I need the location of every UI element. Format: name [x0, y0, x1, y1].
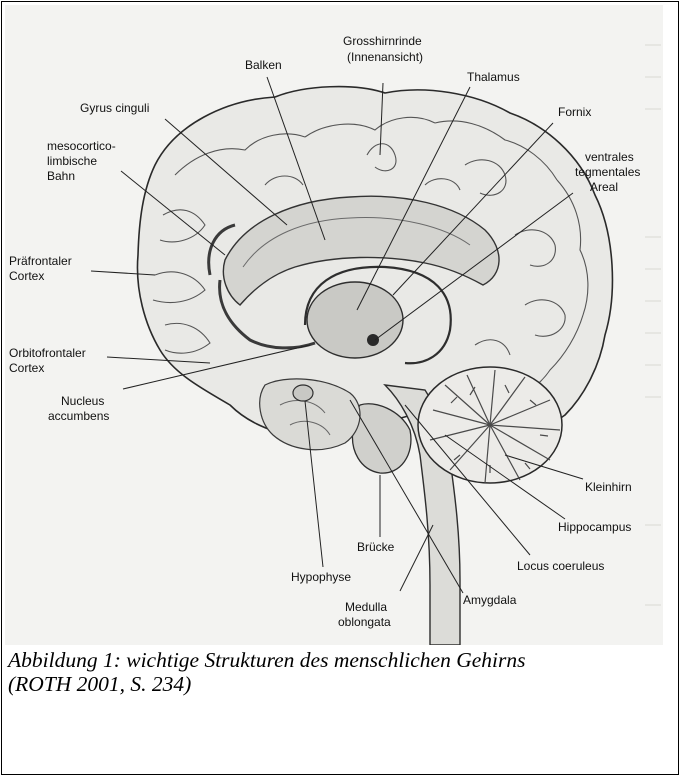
label-medulla: Medulla: [345, 600, 387, 614]
caption-line-1: Abbildung 1: wichtige Strukturen des men…: [8, 648, 672, 672]
label-tegmentales: tegmentales: [575, 165, 640, 179]
label-praefrontaler: Präfrontaler: [9, 254, 72, 268]
label-areal: Areal: [590, 180, 618, 194]
label-fornix: Fornix: [558, 105, 591, 119]
label-praefrontal-cortex: Cortex: [9, 269, 44, 283]
figure-caption: Abbildung 1: wichtige Strukturen des men…: [8, 648, 672, 696]
label-limbische: limbische: [47, 154, 97, 168]
label-hypophyse: Hypophyse: [291, 570, 351, 584]
label-thalamus: Thalamus: [467, 70, 520, 84]
background-text-lines: [645, 45, 661, 605]
label-kleinhirn: Kleinhirn: [585, 480, 632, 494]
label-accumbens: accumbens: [48, 409, 109, 423]
label-hippocampus: Hippocampus: [558, 520, 631, 534]
label-bruecke: Brücke: [357, 540, 395, 554]
label-orbitofrontaler: Orbitofrontaler: [9, 346, 86, 360]
label-balken: Balken: [245, 58, 282, 72]
label-innenansicht: (Innenansicht): [347, 50, 423, 64]
label-orbitofrontal-cortex: Cortex: [9, 361, 44, 375]
label-bahn: Bahn: [47, 169, 75, 183]
label-grosshirnrinde: Grosshirnrinde: [343, 34, 422, 48]
label-ventrales: ventrales: [585, 150, 634, 164]
label-amygdala: Amygdala: [463, 593, 517, 607]
brain-drawing: Balken Grosshirnrinde (Innenansicht) Tha…: [5, 5, 663, 645]
brain-illustration: Balken Grosshirnrinde (Innenansicht) Tha…: [5, 5, 663, 645]
label-oblongata: oblongata: [338, 615, 391, 629]
pituitary: [293, 385, 313, 401]
label-nucleus: Nucleus: [61, 394, 104, 408]
label-mesocortico: mesocortico-: [47, 139, 116, 153]
label-gyrus-cinguli: Gyrus cinguli: [80, 101, 149, 115]
thalamus-region: [307, 282, 403, 358]
label-locus-coeruleus: Locus coeruleus: [517, 559, 604, 573]
caption-line-2: (ROTH 2001, S. 234): [8, 672, 672, 696]
